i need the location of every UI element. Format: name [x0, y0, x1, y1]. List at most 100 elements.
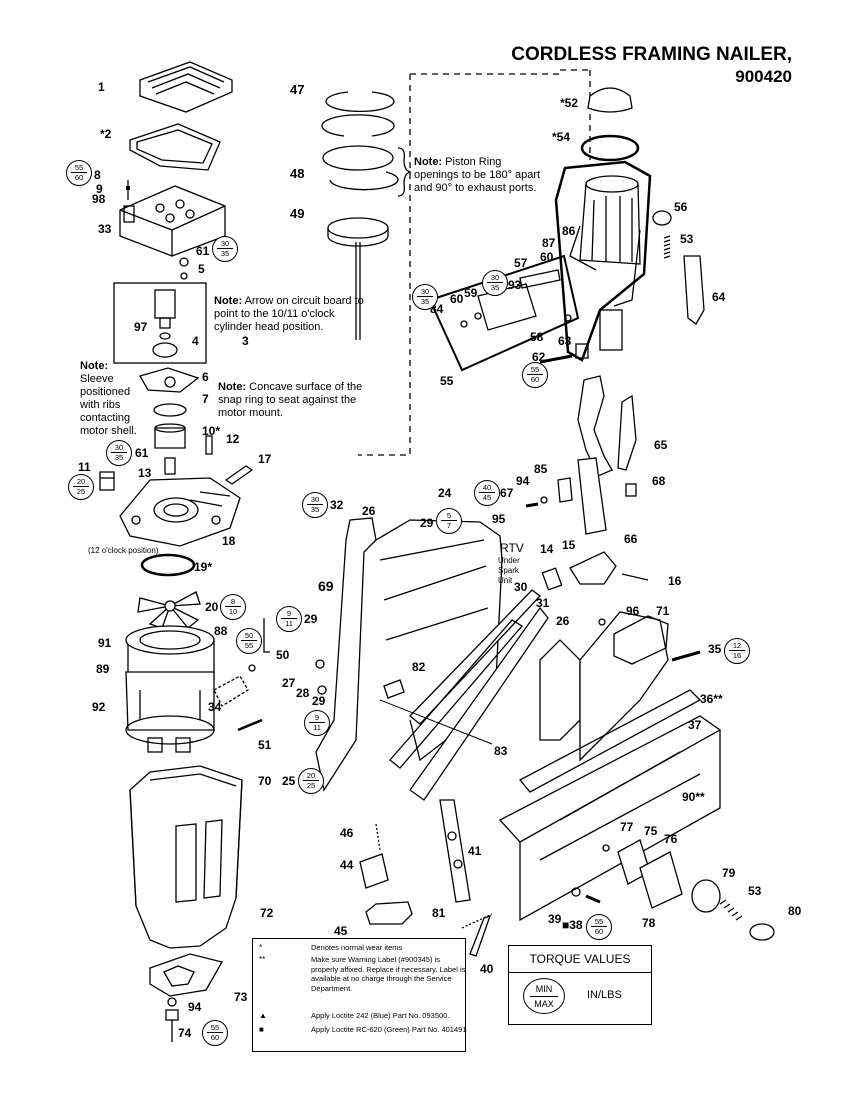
part-33-cylinder-head — [119, 180, 226, 257]
note-arrow: Note: Arrow on circuit board to point to… — [214, 295, 364, 334]
part-38-screw — [585, 894, 601, 904]
part-71-handle — [613, 615, 669, 665]
part-76-bracket — [639, 851, 683, 909]
note-text: Sleeve positioned with ribs contacting m… — [80, 373, 137, 437]
label-part-64: 64 — [712, 290, 726, 304]
note-label: Note: — [80, 360, 109, 372]
label-part-26: 26 — [362, 504, 376, 518]
label-part-91: 91 — [98, 636, 112, 650]
label-part-7: 7 — [202, 392, 209, 406]
triangle-icon: ▲ — [259, 1011, 267, 1020]
torque-max: 11 — [285, 619, 293, 628]
note-rtv: RTV — [500, 541, 524, 555]
label-part-12: 12 — [226, 432, 240, 446]
torque-max: 25 — [306, 781, 316, 790]
label-part-45: 45 — [334, 924, 348, 938]
label-part-26b: 26 — [556, 614, 570, 628]
torque-min: 55 — [71, 163, 87, 173]
part-86-chamber — [569, 175, 641, 351]
part-53-spring-lower — [719, 899, 743, 921]
label-part-18: 18 — [222, 534, 236, 548]
torque-min: 50 — [241, 631, 257, 641]
circuit-board-box — [113, 282, 207, 364]
label-part-58: 58 — [530, 330, 544, 344]
torque-min: 55 — [591, 917, 607, 927]
part-49-piston — [327, 217, 389, 340]
part-82-block — [383, 679, 405, 699]
label-part-6: 6 — [202, 370, 209, 384]
part-64-latch — [683, 255, 705, 325]
part-56-knob — [652, 210, 672, 226]
part-39-washer — [571, 887, 581, 897]
label-part-31: 31 — [536, 596, 550, 610]
label-part-27: 27 — [282, 676, 296, 690]
part-6-mount — [139, 367, 200, 393]
note-piston-ring: Note: Piston Ring openings to be 180° ap… — [414, 156, 544, 195]
part-25-screw — [248, 664, 256, 672]
label-part-20: 20 — [205, 600, 219, 614]
part-12-pin — [205, 435, 213, 455]
label-part-65: 65 — [654, 438, 668, 452]
part-66-slide — [577, 457, 607, 535]
label-part-72: 72 — [260, 906, 274, 920]
label-part-30: 30 — [514, 580, 528, 594]
label-part-3: 3 — [242, 334, 249, 348]
torque-max: 60 — [594, 927, 604, 936]
leader-83 — [379, 699, 493, 745]
part-92-motor — [125, 625, 215, 753]
part-27-screw — [315, 659, 325, 669]
torque-min: 5 — [441, 511, 457, 521]
legend-text: Apply Loctite RC-620 (Green) Part No. 40… — [311, 1025, 467, 1034]
label-part-92: 92 — [92, 700, 106, 714]
label-part-24: 24 — [438, 486, 452, 500]
label-part-62: 62 — [532, 350, 546, 364]
label-part-63: 63 — [558, 334, 572, 348]
label-part-81: 81 — [432, 906, 446, 920]
label-part-1: 1 — [98, 80, 105, 94]
part-1-cover — [139, 61, 233, 113]
torque-max: 25 — [76, 487, 86, 496]
note-concave: Note: Concave surface of the snap ring t… — [218, 381, 368, 420]
part-80-knob — [749, 923, 775, 941]
part-36-rail — [518, 689, 702, 793]
part-85-plate — [557, 477, 573, 503]
label-part-36: 36** — [700, 692, 723, 706]
label-part-50: 50 — [276, 648, 290, 662]
part-35-bolt — [671, 650, 701, 662]
note-text: Concave surface of the snap ring to seat… — [218, 381, 363, 419]
note-label: Note: — [414, 156, 443, 168]
torque-min: 30 — [487, 273, 503, 283]
torque-min: 8 — [225, 597, 241, 607]
label-part-93: 93 — [508, 278, 522, 292]
label-part-34: 34 — [208, 700, 222, 714]
label-part-53b: 53 — [748, 884, 762, 898]
label-part-85: 85 — [534, 462, 548, 476]
label-part-19: 19* — [194, 560, 213, 574]
part-44-block — [359, 853, 389, 889]
part-57-slot — [519, 269, 561, 289]
label-part-75: 75 — [644, 824, 658, 838]
label-part-97: 97 — [134, 320, 148, 334]
torque-min: 55 — [527, 365, 543, 375]
torque-max: 45 — [482, 493, 492, 502]
torque-max: 7 — [446, 521, 452, 530]
torque-min: 20 — [73, 477, 89, 487]
label-part-33: 33 — [98, 222, 112, 236]
label-part-82: 82 — [412, 660, 426, 674]
part-5-washer — [180, 272, 188, 280]
note-label: Note: — [218, 381, 247, 393]
label-part-9: 9 — [96, 182, 103, 196]
label-part-5: 5 — [198, 262, 205, 276]
label-part-60: 60 — [540, 250, 554, 264]
part-60-washer — [474, 312, 482, 320]
torque-max: 60 — [530, 375, 540, 384]
